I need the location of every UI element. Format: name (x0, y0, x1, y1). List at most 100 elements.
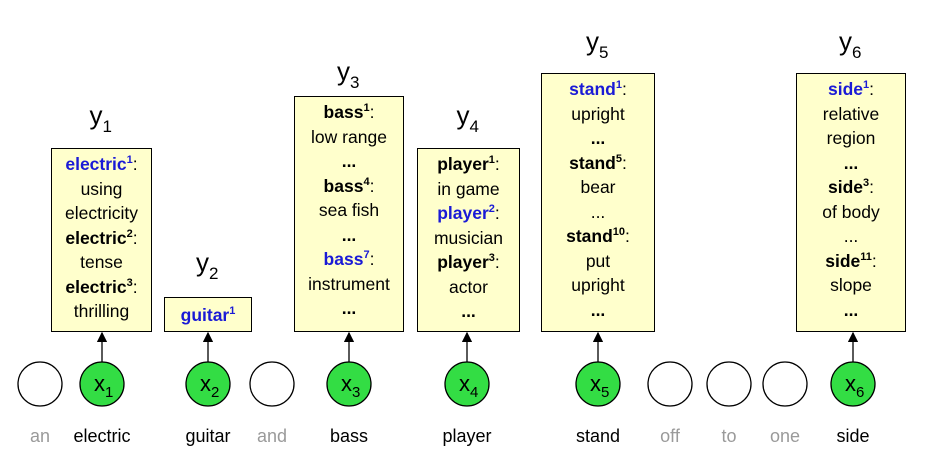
context-word: off (660, 426, 680, 446)
output-label: y6 (839, 26, 861, 62)
sense-head: stand10: (542, 224, 654, 249)
sense-box: stand1:upright...stand5:bear...stand10:p… (541, 73, 655, 332)
sense-head: guitar1 (165, 303, 251, 328)
sense-word: electric1 (65, 154, 132, 174)
node-label-letter: x (200, 371, 211, 396)
context-node-circle (706, 361, 752, 407)
sense-lemma: electric (65, 276, 127, 297)
output-label-letter: y (196, 247, 209, 277)
gloss-text: low range (311, 126, 387, 147)
gloss-text: musician (433, 227, 504, 248)
colon: : (494, 203, 500, 223)
node-label-index: 2 (211, 384, 219, 401)
gloss-text: tense (80, 252, 123, 272)
sense-box: guitar1 (164, 297, 252, 332)
sense-number: 2 (126, 227, 133, 240)
node-label: x4 (459, 371, 478, 401)
output-label-index: 4 (470, 117, 479, 136)
node-label: x5 (590, 371, 609, 401)
output-label: y3 (337, 56, 359, 92)
sense-head: player2: (418, 201, 519, 226)
sense-number: 5 (615, 152, 622, 165)
sense-number: 2 (488, 203, 495, 215)
output-label-letter: y (90, 100, 103, 130)
sense-gloss: upright (542, 273, 654, 298)
sense-lemma: player (437, 154, 489, 174)
gloss-text: region (826, 128, 876, 148)
ellipsis: ... (797, 224, 905, 249)
ellipsis: ... (295, 296, 403, 321)
sense-gloss: low range (295, 125, 403, 150)
context-word: an (29, 426, 51, 446)
node-label-letter: x (845, 371, 856, 396)
sense-number: 3 (126, 276, 133, 289)
sense-gloss: sea fish (295, 198, 403, 223)
sense-word: electric2 (65, 228, 132, 248)
context-word: one (769, 426, 801, 446)
gloss-text: using (80, 178, 123, 199)
sense-head: side11: (797, 249, 905, 274)
target-word: guitar (185, 426, 231, 446)
target-word: side (836, 426, 870, 446)
output-label-letter: y (457, 100, 470, 130)
context-node-circle (17, 361, 63, 407)
sense-number: 10 (612, 226, 626, 238)
sense-lemma: side (827, 79, 864, 99)
sense-lemma: side (825, 250, 861, 271)
sense-lemma: guitar (180, 305, 230, 325)
sense-gloss: using (52, 177, 151, 202)
sense-lemma: player (437, 203, 489, 223)
sense-gloss: tense (52, 250, 151, 275)
sense-word: stand5 (569, 153, 622, 173)
sense-word: stand10 (566, 226, 625, 246)
sense-word: bass1 (324, 102, 370, 122)
sense-number: 1 (863, 79, 870, 91)
sense-word: guitar1 (181, 305, 236, 325)
output-label-index: 6 (852, 43, 861, 62)
sense-number: 11 (860, 250, 872, 263)
node-label-index: 6 (856, 384, 864, 401)
output-label-index: 2 (209, 264, 218, 283)
colon: : (132, 276, 138, 297)
ellipsis: ... (542, 126, 654, 151)
sense-lemma: bass (323, 175, 364, 196)
node-label: x1 (94, 371, 113, 401)
ellipsis: ... (797, 298, 905, 323)
sense-gloss: electricity (52, 201, 151, 226)
output-label: y1 (90, 100, 112, 136)
sense-gloss: put (542, 249, 654, 274)
colon: : (494, 154, 500, 174)
output-label: y2 (196, 247, 218, 283)
gloss-text: electricity (65, 203, 138, 223)
gloss-text: put (585, 250, 611, 271)
ellipsis-bold: ... (843, 299, 859, 320)
sense-lemma: bass (323, 102, 364, 122)
context-node-circle (762, 361, 808, 407)
sense-head: player3: (418, 250, 519, 275)
sense-gloss: in game (418, 177, 519, 202)
sense-head: side1: (797, 77, 905, 102)
ellipsis-bold: ... (590, 299, 606, 320)
gloss-text: bear (580, 177, 616, 197)
sense-head: electric1: (52, 152, 151, 177)
sense-head: bass4: (295, 174, 403, 199)
sense-word: bass4 (324, 176, 370, 196)
node-label-letter: x (590, 371, 601, 396)
gloss-text: relative (822, 103, 880, 124)
sense-word: bass7 (324, 249, 370, 269)
sense-number: 1 (229, 305, 236, 317)
target-word: stand (575, 426, 621, 446)
sense-word: player3 (437, 252, 495, 272)
node-label-index: 5 (601, 384, 609, 401)
colon: : (871, 250, 877, 271)
ellipsis-bold: ... (341, 151, 357, 171)
sense-head: electric3: (52, 275, 151, 300)
node-label-index: 1 (105, 384, 113, 401)
ellipsis: ... (295, 223, 403, 248)
sense-head: player1: (418, 152, 519, 177)
colon: : (369, 102, 375, 122)
sense-word: player1 (437, 154, 495, 174)
colon: : (132, 227, 138, 248)
sense-lemma: player (437, 252, 489, 272)
output-label-letter: y (839, 26, 852, 56)
